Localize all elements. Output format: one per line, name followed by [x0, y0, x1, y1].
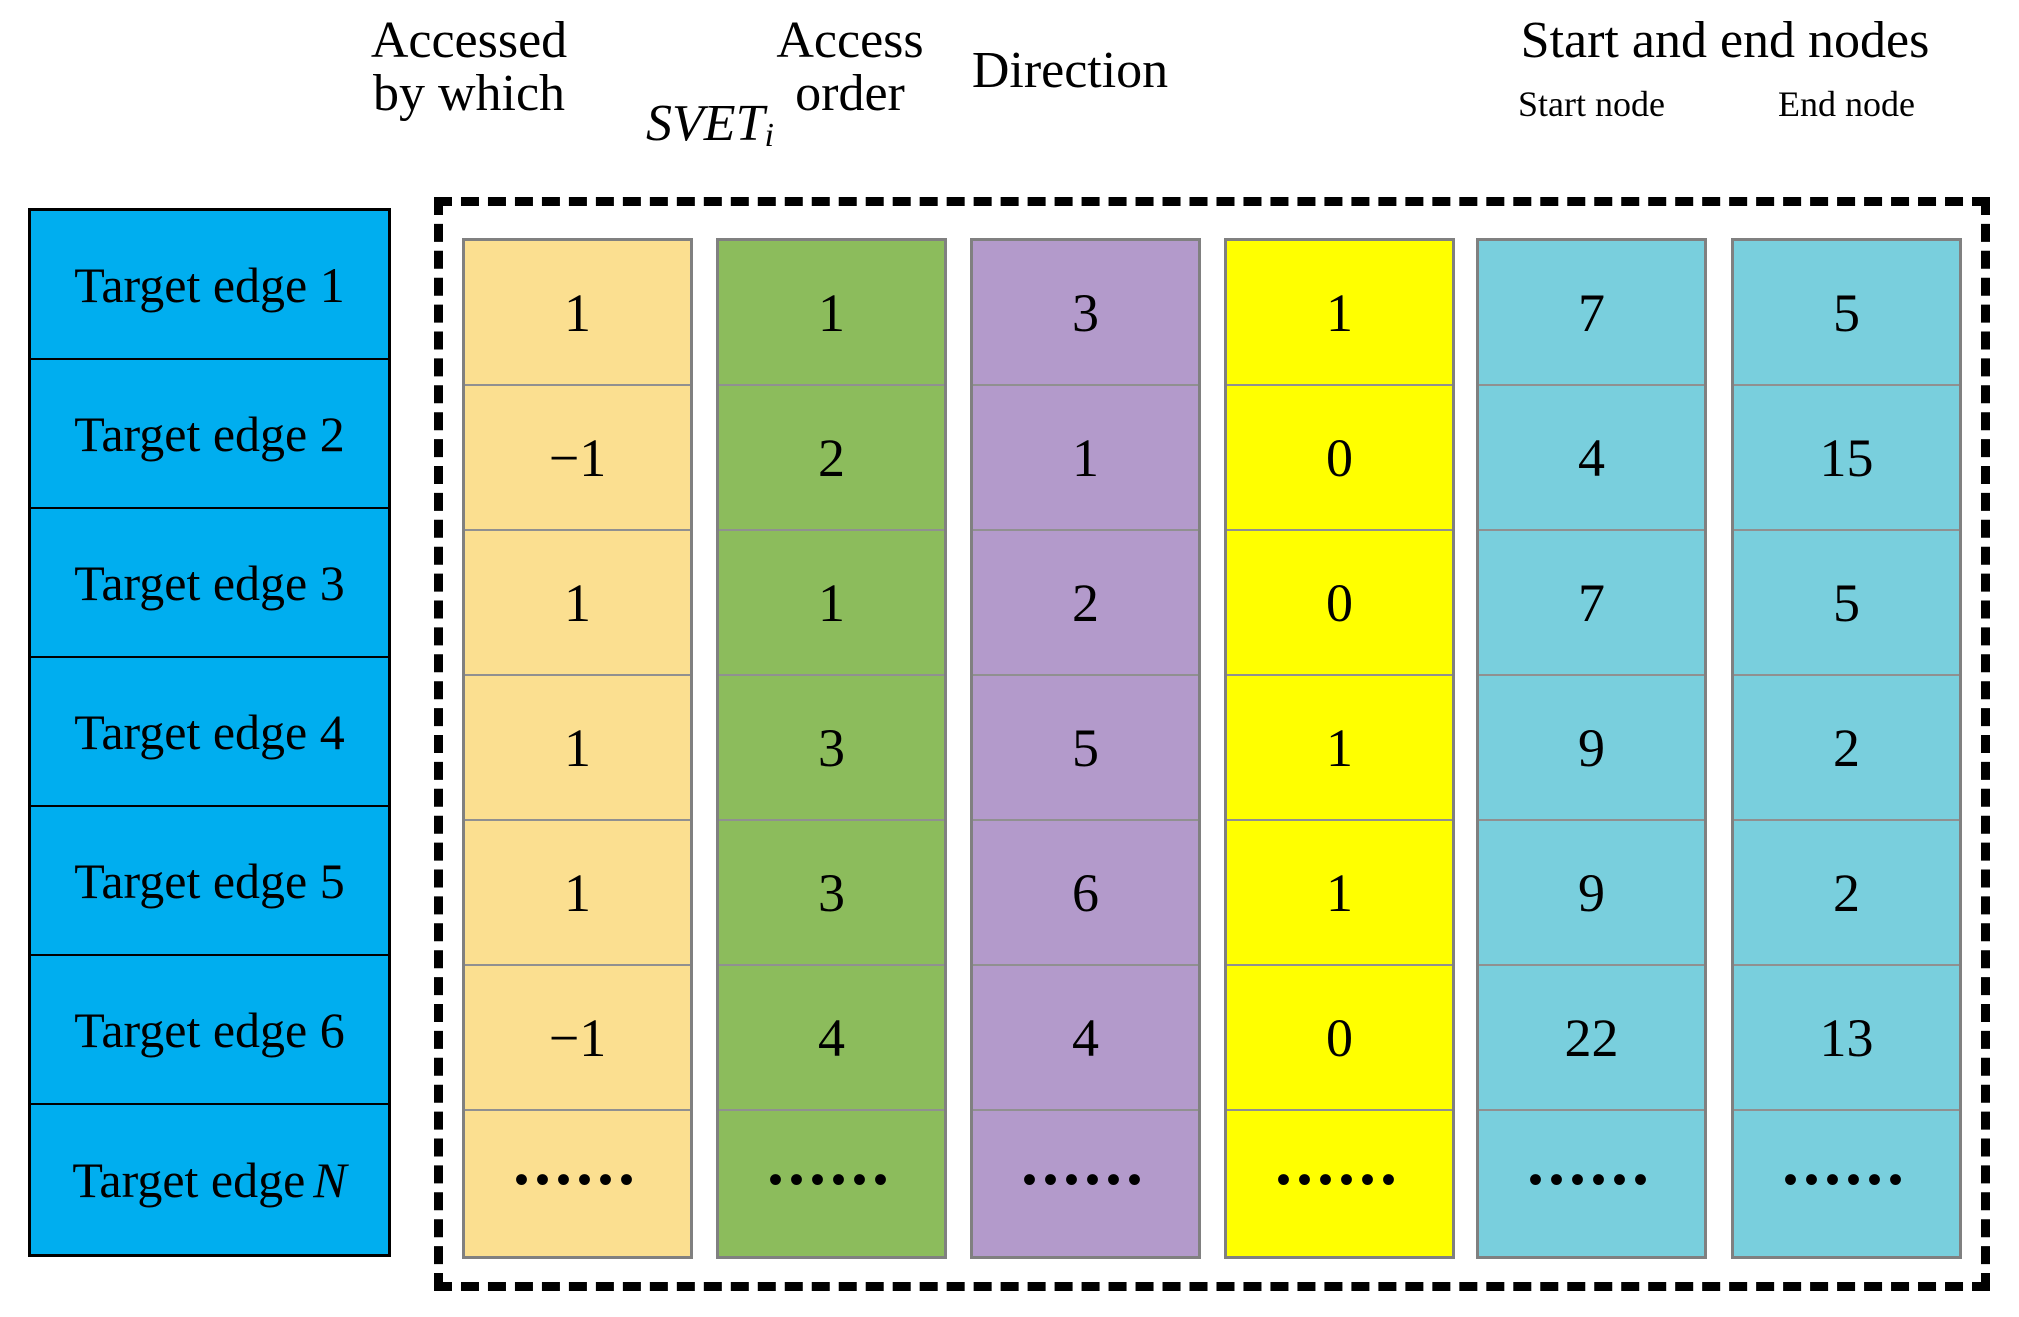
- cell-accessed-1: 1: [465, 241, 690, 386]
- target-edge-row-label: Target edge 6: [31, 956, 388, 1105]
- cell-direction-2: 0: [1227, 386, 1452, 531]
- ellipsis-dots: ••••••: [1783, 1156, 1910, 1202]
- header-svet: SVETi: [610, 44, 810, 153]
- column-svet: 1 2 1 3 3 4 ••••••: [716, 238, 947, 1259]
- cell-order-3: 2: [973, 531, 1198, 676]
- ellipsis-dots: ••••••: [1276, 1156, 1403, 1202]
- target-edge-column: Target edge 1 Target edge 2 Target edge …: [28, 208, 391, 1257]
- cell-end-node-n: ••••••: [1734, 1111, 1959, 1256]
- target-edge-row-label: Target edge 1: [31, 211, 388, 360]
- cell-accessed-6: −1: [465, 966, 690, 1111]
- cell-accessed-3: 1: [465, 531, 690, 676]
- header-end-node: End node: [1778, 84, 1915, 124]
- row-label-italic-n: N: [313, 1151, 347, 1208]
- cell-start-node-2: 4: [1479, 386, 1704, 531]
- cell-direction-n: ••••••: [1227, 1111, 1452, 1256]
- cell-start-node-n: ••••••: [1479, 1111, 1704, 1256]
- ellipsis-dots: ••••••: [1528, 1156, 1655, 1202]
- cell-end-node-4: 2: [1734, 676, 1959, 821]
- cell-accessed-2: −1: [465, 386, 690, 531]
- row-label-text: Target edge 4: [74, 703, 345, 760]
- cell-accessed-5: 1: [465, 821, 690, 966]
- cell-direction-5: 1: [1227, 821, 1452, 966]
- cell-start-node-3: 7: [1479, 531, 1704, 676]
- ellipsis-dots: ••••••: [514, 1156, 641, 1202]
- cell-svet-1: 1: [719, 241, 944, 386]
- cell-start-node-4: 9: [1479, 676, 1704, 821]
- cell-accessed-n: ••••••: [465, 1111, 690, 1256]
- target-edge-row-label: Target edge 5: [31, 807, 388, 956]
- cell-start-node-5: 9: [1479, 821, 1704, 966]
- target-edge-row-label: Target edge 4: [31, 658, 388, 807]
- cell-svet-5: 3: [719, 821, 944, 966]
- cell-svet-n: ••••••: [719, 1111, 944, 1256]
- header-accessed-by-which: Accessed by which: [370, 12, 568, 123]
- cell-svet-3: 1: [719, 531, 944, 676]
- header-direction: Direction: [971, 42, 1169, 99]
- cell-start-node-6: 22: [1479, 966, 1704, 1111]
- column-start-node: 7 4 7 9 9 22 ••••••: [1476, 238, 1707, 1259]
- dashed-group-box: [434, 197, 1990, 1291]
- header-svet-subscript: i: [764, 117, 774, 155]
- column-accessed-by-which: 1 −1 1 1 1 −1 ••••••: [462, 238, 693, 1259]
- cell-direction-4: 1: [1227, 676, 1452, 821]
- cell-svet-6: 4: [719, 966, 944, 1111]
- column-direction: 1 0 0 1 1 0 ••••••: [1224, 238, 1455, 1259]
- header-start-node: Start node: [1518, 84, 1665, 124]
- cell-order-4: 5: [973, 676, 1198, 821]
- row-label-text: Target edge 1: [74, 256, 345, 313]
- cell-direction-1: 1: [1227, 241, 1452, 386]
- header-svet-text: SVET: [646, 95, 765, 153]
- cell-order-2: 1: [973, 386, 1198, 531]
- target-edge-row-label: Target edge 2: [31, 360, 388, 509]
- header-start-end-nodes-group: Start and end nodes: [1520, 12, 1930, 69]
- cell-svet-4: 3: [719, 676, 944, 821]
- cell-direction-6: 0: [1227, 966, 1452, 1111]
- cell-end-node-3: 5: [1734, 531, 1959, 676]
- column-access-order: 3 1 2 5 6 4 ••••••: [970, 238, 1201, 1259]
- cell-order-5: 6: [973, 821, 1198, 966]
- row-label-text: Target edge 5: [74, 852, 345, 909]
- cell-start-node-1: 7: [1479, 241, 1704, 386]
- cell-order-1: 3: [973, 241, 1198, 386]
- cell-end-node-1: 5: [1734, 241, 1959, 386]
- ellipsis-dots: ••••••: [768, 1156, 895, 1202]
- row-label-text: Target edge 2: [74, 405, 345, 462]
- ellipsis-dots: ••••••: [1022, 1156, 1149, 1202]
- cell-direction-3: 0: [1227, 531, 1452, 676]
- target-edge-row-label: Target edge N: [31, 1105, 388, 1254]
- cell-svet-2: 2: [719, 386, 944, 531]
- target-edge-row-label: Target edge 3: [31, 509, 388, 658]
- row-label-text: Target edge: [72, 1151, 306, 1208]
- column-end-node: 5 15 5 2 2 13 ••••••: [1731, 238, 1962, 1259]
- cell-order-6: 4: [973, 966, 1198, 1111]
- header-access-order: Access order: [776, 12, 924, 123]
- cell-end-node-6: 13: [1734, 966, 1959, 1111]
- cell-accessed-4: 1: [465, 676, 690, 821]
- cell-end-node-2: 15: [1734, 386, 1959, 531]
- cell-end-node-5: 2: [1734, 821, 1959, 966]
- row-label-text: Target edge 6: [74, 1001, 345, 1058]
- cell-order-n: ••••••: [973, 1111, 1198, 1256]
- row-label-text: Target edge 3: [74, 554, 345, 611]
